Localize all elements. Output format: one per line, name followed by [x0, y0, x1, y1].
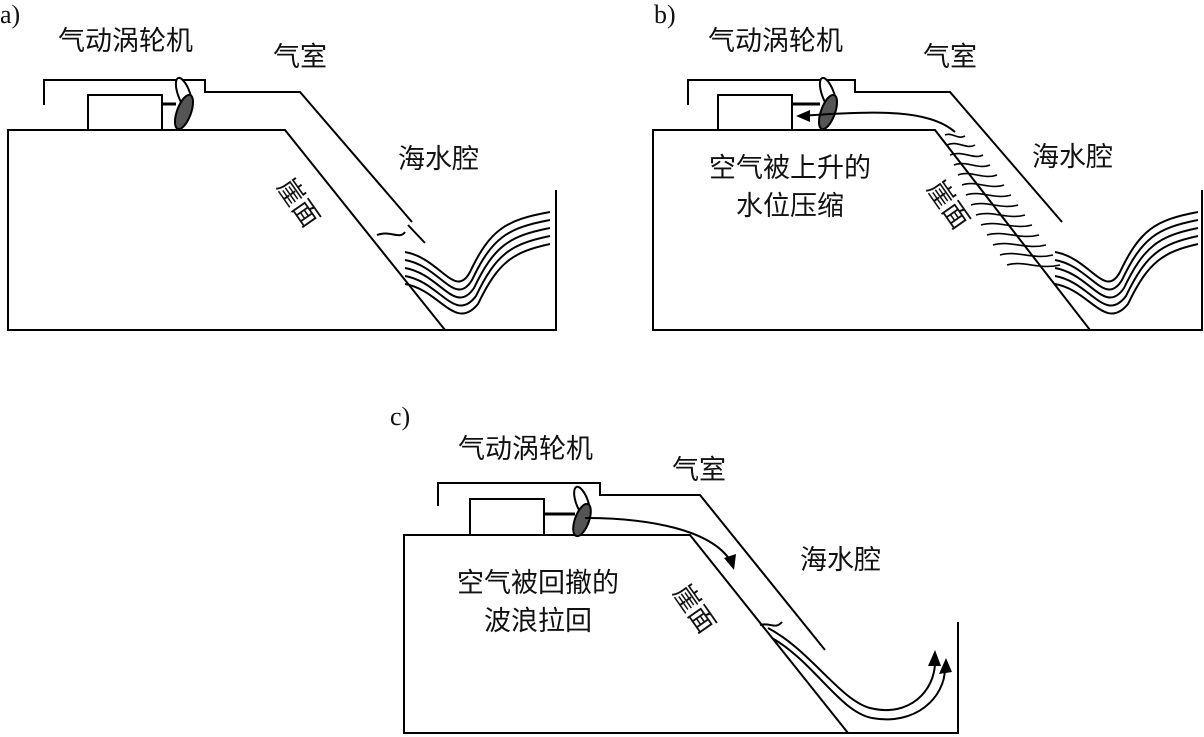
sea-cavity-label: 海水腔: [1032, 142, 1113, 173]
water-surface-lines: [1054, 211, 1199, 315]
air-chamber-wall: [43, 79, 413, 223]
generator-box: [87, 94, 163, 131]
airflow-arrow: [584, 517, 736, 570]
note-line-1: 空气被上升的: [709, 153, 871, 184]
panel-tag: c): [390, 402, 411, 431]
air-chamber-label: 气室: [273, 42, 327, 73]
receding-water-lines: [767, 627, 946, 721]
panel-tag: b): [654, 0, 676, 29]
retreat-note: 空气被回撤的 波浪拉回: [438, 565, 638, 641]
water-surface-lines: [376, 211, 551, 315]
panel-a: a) 气动涡轮机 气室 海水腔 崖面: [0, 0, 570, 340]
turbine-label: 气动涡轮机: [708, 26, 843, 57]
compression-note: 空气被上升的 水位压缩: [690, 150, 890, 226]
air-chamber-wall: [687, 79, 1063, 223]
generator-box: [469, 498, 545, 536]
panel-tag: a): [0, 0, 21, 29]
sea-basin: [445, 190, 557, 331]
chamber-inner-wall: [407, 224, 426, 244]
air-chamber-label: 气室: [923, 42, 977, 73]
generator-box: [717, 94, 793, 131]
sea-cavity-label: 海水腔: [800, 545, 881, 576]
chamber-water-cut: [759, 621, 783, 627]
panel-a-drawing: [7, 76, 557, 331]
outflow-arrowheads: [928, 650, 952, 674]
turbine-icon: [572, 485, 592, 538]
note-line-2: 波浪拉回: [484, 606, 592, 637]
cliff-block: [7, 129, 448, 331]
note-line-2: 水位压缩: [736, 191, 844, 222]
air-chamber-label: 气室: [672, 455, 726, 486]
air-chamber-wall: [437, 482, 826, 651]
sea-cavity-label: 海水腔: [398, 144, 479, 175]
turbine-label: 气动涡轮机: [58, 26, 193, 57]
turbine-label: 气动涡轮机: [458, 434, 593, 465]
panel-b-drawing: [652, 76, 1203, 331]
compressed-water-column: [944, 133, 1061, 268]
note-line-1: 空气被回撤的: [457, 568, 619, 599]
turbine-icon: [173, 76, 195, 131]
airflow-arrow: [796, 110, 956, 133]
sea-basin: [1090, 190, 1203, 331]
panel-b: b) 气动涡轮机 气室 海水腔 崖面 空气被上升的 水位压缩: [650, 0, 1204, 340]
sea-basin: [848, 622, 959, 734]
panel-c: c) 气动涡轮机 气室 海水腔 崖面 空气被回撤的 波浪拉回: [390, 400, 970, 737]
panel-c-drawing: [403, 482, 959, 734]
